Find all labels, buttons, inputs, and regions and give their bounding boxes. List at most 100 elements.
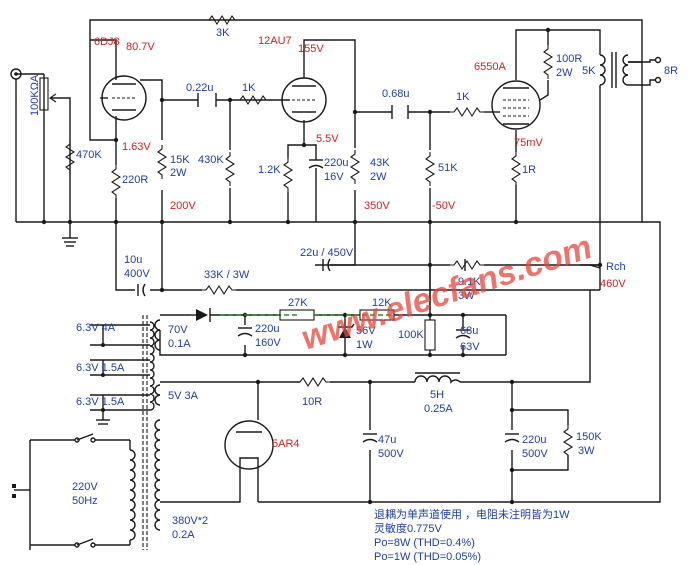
note-3: Po=8W (THD=0.4%): [374, 537, 475, 549]
mains-switch: [74, 433, 96, 548]
label-r-fb: 3K: [216, 27, 230, 39]
label-r-l2b: 2W: [370, 171, 387, 183]
label-mains1: 220V: [72, 481, 98, 493]
label-r-gs1: 1K: [242, 82, 256, 94]
wires: [10, 19, 661, 550]
power-transformer: [129, 315, 161, 550]
resistors: [65, 15, 573, 460]
tube-v1: [101, 75, 147, 121]
label-ot-sec: 8R: [664, 65, 678, 77]
label-r-dec2b: 3W: [458, 290, 475, 302]
label-bplus: 460V: [600, 278, 626, 290]
label-pt-h3: 6.3V 1.5A: [76, 396, 125, 408]
label-z1a: 56V: [356, 325, 376, 337]
label-r-grid: 470K: [76, 149, 102, 161]
label-r-b2: 12K: [372, 297, 392, 309]
label-r-dec2a: 9.1K: [458, 276, 481, 288]
resistor-33k: [201, 285, 237, 295]
label-c-f2b: 500V: [522, 448, 548, 460]
label-pt-5v: 5V 3A: [168, 390, 199, 402]
label-r-dec1: 33K / 3W: [204, 269, 250, 281]
label-pt-70a: 70V: [168, 324, 188, 336]
label-r-k1: 220R: [122, 174, 148, 186]
note-2: 灵敏度0.775V: [374, 521, 443, 535]
label-c-dec2: 22u / 450V: [300, 247, 354, 259]
resistor-1r: [511, 151, 521, 187]
label-v2-cathode: 5.5V: [316, 133, 339, 145]
tube-v2: [281, 77, 327, 123]
label-c1: 0.22u: [186, 82, 214, 94]
resistor-15k: [157, 144, 167, 180]
rch-arrow: [589, 264, 601, 269]
label-r-sg-a: 100R: [556, 53, 582, 65]
resistor-100r: [543, 44, 553, 80]
notes: 退耦为单声道使用 ，电阻未注明皆为1W 灵敏度0.775V Po=8W (THD…: [374, 507, 570, 563]
resistor-10r: [295, 377, 331, 387]
label-r-b3: 100K: [398, 329, 424, 341]
resistor-150k: [563, 424, 573, 460]
label-c-dec1a: 10u: [124, 254, 142, 266]
label-v3-cathode: 75mV: [514, 137, 543, 149]
label-v3: 6550A: [474, 61, 506, 73]
label-mains2: 50Hz: [72, 495, 98, 507]
label-c-k2b: 16V: [324, 171, 344, 183]
label-pt-h2: 6.3V 1.5A: [76, 362, 125, 374]
label-b2: 350V: [364, 200, 390, 212]
label-choke1: 5H: [430, 389, 444, 401]
label-r-k3: 1R: [522, 164, 536, 176]
label-r-b1: 27K: [288, 297, 308, 309]
label-z1b: 1W: [356, 339, 373, 351]
label-r-bl-b: 3W: [578, 445, 595, 457]
label-bias: -50V: [432, 200, 456, 212]
resistor-43k: [350, 149, 360, 185]
label-r-g3: 51K: [438, 162, 458, 174]
label-c-f2a: 220u: [522, 434, 546, 446]
label-c2: 0.68u: [382, 88, 410, 100]
diodes: [196, 308, 355, 338]
label-c-f1a: 47u: [378, 434, 396, 446]
label-choke2: 0.25A: [424, 403, 453, 415]
label-v2: 12AU7: [258, 35, 292, 47]
label-r-l1a: 15K: [170, 154, 190, 166]
label-c-dec1b: 400V: [124, 268, 150, 280]
label-c-b1a: 220u: [255, 323, 279, 335]
bias-resistors: [220, 309, 436, 351]
label-v1-cathode: 1.63V: [122, 141, 151, 153]
label-c-f1b: 500V: [378, 448, 404, 460]
label-b1: 200V: [170, 200, 196, 212]
label-r-gs2: 1K: [456, 91, 470, 103]
label-v2-plate: 155V: [298, 43, 324, 55]
resistor-51k: [425, 151, 435, 187]
note-1: 退耦为单声道使用 ，电阻未注明皆为1W: [374, 507, 570, 521]
label-r-l1b: 2W: [170, 167, 187, 179]
output-transformer: [599, 52, 662, 88]
tube-v3: [491, 80, 541, 130]
label-pt-hv1: 380V*2: [172, 515, 208, 527]
label-r-l2a: 43K: [370, 157, 390, 169]
label-rect: 5AR4: [272, 438, 300, 450]
capacitors: [137, 93, 520, 443]
note-4: Po=1W (THD=0.05%): [374, 551, 481, 563]
label-r-sr: 10R: [302, 396, 322, 408]
choke: [414, 372, 461, 384]
label-rch: Rch: [606, 261, 626, 273]
label-c-b2b: 63V: [460, 341, 480, 353]
label-c-k2a: 220u: [324, 157, 348, 169]
resistor-1k-b: [449, 107, 485, 117]
labels: 3K 100KΩA 470K 220R 6DJ8 80.7V 1.63V 0.2…: [29, 27, 678, 541]
label-v1: 6DJ8: [94, 36, 120, 48]
label-r-bl-a: 150K: [576, 431, 602, 443]
junctions: [41, 27, 603, 505]
label-pt-h1: 6.3V 4A: [76, 322, 116, 334]
label-pt-hv2: 0.2A: [172, 529, 195, 541]
resistor-1-2k: [283, 157, 293, 193]
label-pt-70b: 0.1A: [168, 338, 191, 350]
label-r-k2: 1.2K: [258, 164, 281, 176]
label-r-sg-b: 2W: [556, 67, 573, 79]
label-vol: 100KΩA: [29, 74, 41, 116]
resistor-430k: [225, 151, 235, 187]
label-c-b1b: 160V: [255, 337, 281, 349]
label-c-b2a: 68u: [460, 325, 478, 337]
resistor-220r: [111, 164, 121, 200]
